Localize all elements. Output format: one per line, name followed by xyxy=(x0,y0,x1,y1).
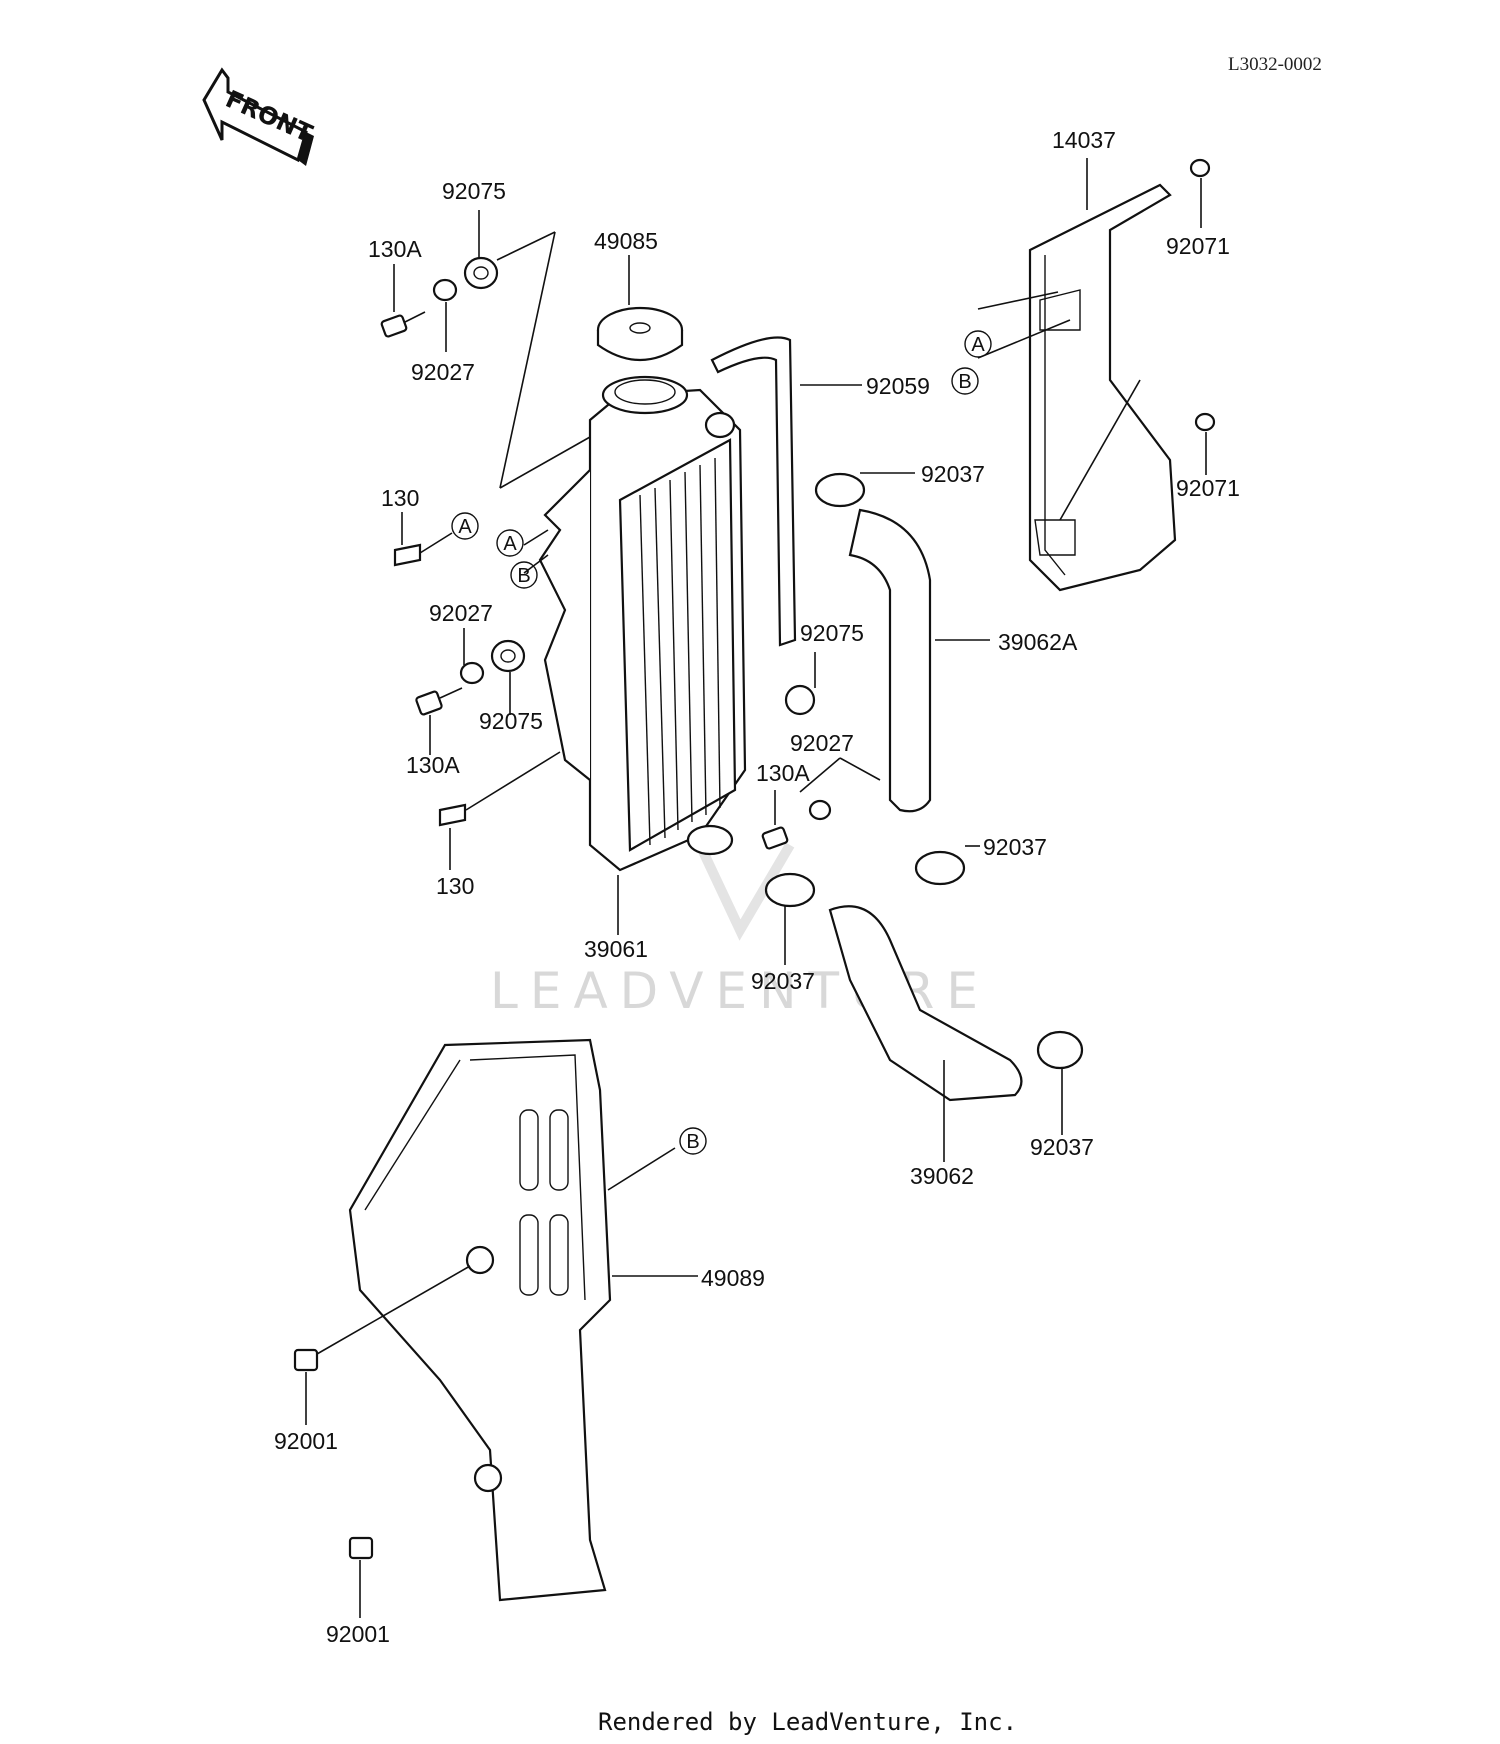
radiator-39061 xyxy=(538,375,747,872)
front-arrow-icon xyxy=(202,67,314,166)
part-label-92027: 92027 xyxy=(411,359,475,385)
radiator-guard-49089 xyxy=(348,1038,612,1602)
ref-b-label: B xyxy=(958,371,971,393)
ref-marker-b-icon xyxy=(510,367,979,1155)
part-label-92037: 92037 xyxy=(921,461,985,487)
radiator-hose-39062 xyxy=(828,905,1023,1102)
ref-b-label: B xyxy=(517,565,530,587)
part-label-92037: 92037 xyxy=(1030,1134,1094,1160)
radiator-cap-49085 xyxy=(596,306,684,362)
shroud-14037 xyxy=(1028,158,1216,592)
fastener-group-right xyxy=(761,684,832,850)
part-label-92027: 92027 xyxy=(790,730,854,756)
ref-a-label: A xyxy=(458,516,472,538)
part-label-130: 130 xyxy=(381,485,419,511)
ref-marker-a-icon xyxy=(451,330,992,557)
ref-a-label: A xyxy=(503,533,517,555)
watermark-logo-icon xyxy=(695,842,795,941)
fastener-group-mid xyxy=(415,639,526,716)
footer-credit: Rendered by LeadVenture, Inc. xyxy=(598,1708,1017,1736)
part-label-49089: 49089 xyxy=(701,1265,765,1291)
bolt-130-icon xyxy=(393,543,467,827)
hose-clamp-icon xyxy=(764,472,1084,1070)
overflow-tube-92059 xyxy=(710,336,797,647)
part-label-92075: 92075 xyxy=(479,708,543,734)
fastener-group-top xyxy=(380,256,499,338)
part-label-92071: 92071 xyxy=(1176,475,1240,501)
part-label-92001: 92001 xyxy=(326,1621,390,1647)
part-label-92001: 92001 xyxy=(274,1428,338,1454)
part-label-92059: 92059 xyxy=(866,373,930,399)
part-label-49085: 49085 xyxy=(594,228,658,254)
part-label-14037: 14037 xyxy=(1052,127,1116,153)
part-label-92071: 92071 xyxy=(1166,233,1230,259)
part-label-92037: 92037 xyxy=(983,834,1047,860)
part-label-130A: 130A xyxy=(406,752,460,778)
part-label-92075: 92075 xyxy=(800,620,864,646)
part-label-92037: 92037 xyxy=(751,968,815,994)
part-label-39062A: 39062A xyxy=(998,629,1078,655)
part-label-92027: 92027 xyxy=(429,600,493,626)
part-label-130A: 130A xyxy=(368,236,422,262)
part-label-39061: 39061 xyxy=(584,936,648,962)
bolt-92001-icon xyxy=(293,1348,374,1560)
part-label-39062: 39062 xyxy=(910,1163,974,1189)
ref-b-label: B xyxy=(686,1131,699,1153)
part-label-92075: 92075 xyxy=(442,178,506,204)
leader-lines xyxy=(305,158,1207,1618)
diagram-code: L3032-0002 xyxy=(1228,54,1322,75)
part-label-130A: 130A xyxy=(756,760,810,786)
ref-a-label: A xyxy=(971,334,985,356)
radiator-hose-39062A xyxy=(848,508,932,813)
part-label-130: 130 xyxy=(436,873,474,899)
